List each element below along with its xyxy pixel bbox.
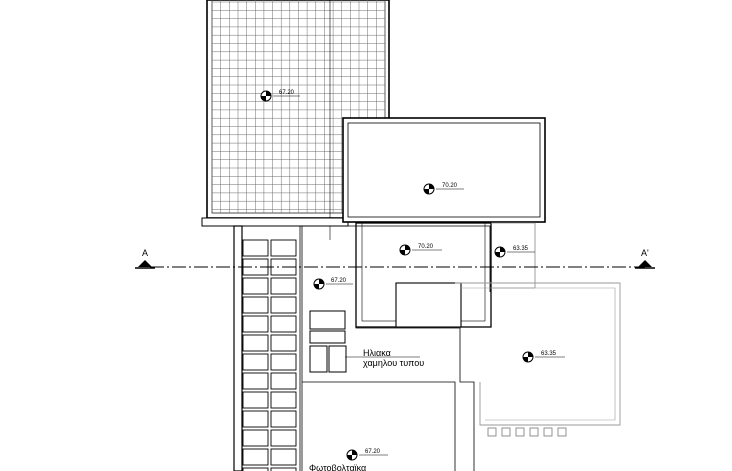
planter-box	[529, 427, 539, 437]
level-value: 67.20	[365, 449, 381, 455]
level-marker-upper-roof: 67.20	[260, 90, 300, 102]
solar-panel-cell	[242, 372, 269, 390]
solar-panel-cell	[242, 296, 269, 314]
solar-panel-cell	[242, 239, 269, 257]
level-value: 70.20	[442, 183, 458, 189]
solar-panel-cell	[242, 334, 269, 352]
level-value: 63.35	[541, 351, 557, 357]
planter-box	[487, 427, 497, 437]
parapet-strip	[201, 217, 349, 227]
planter-box	[557, 427, 567, 437]
planter-boxes	[487, 427, 567, 437]
skylight-box	[395, 282, 462, 328]
section-mark-right: A'	[641, 248, 649, 258]
solar-panel-cell	[242, 467, 269, 471]
solar-panel-cell	[270, 391, 297, 409]
planter-box	[515, 427, 525, 437]
solar-panel-cell	[270, 334, 297, 352]
section-arrow-left-icon	[138, 260, 152, 267]
solar-panel-cell	[270, 467, 297, 471]
solar-panel-cell	[270, 315, 297, 333]
solar-collector-units	[309, 310, 420, 373]
solar-panel-cell	[270, 448, 297, 466]
planter-box	[501, 427, 511, 437]
solar-panel-column	[233, 225, 301, 471]
level-marker-courtyard: 67.20	[313, 278, 353, 290]
solar-panel-cell	[270, 410, 297, 428]
solar-panel-cell	[270, 239, 297, 257]
level-value: 67.20	[279, 90, 295, 96]
level-value: 67.20	[331, 278, 347, 284]
level-value: 63.35	[513, 246, 529, 252]
lower-area-outline	[302, 381, 456, 471]
level-value: 70.20	[418, 244, 434, 250]
solar-panel-cell	[242, 429, 269, 447]
solar-panel-cell	[242, 410, 269, 428]
right-terrace	[455, 282, 621, 437]
level-marker-side-terrace: 63.35	[494, 246, 535, 258]
solar-panel-cell	[270, 277, 297, 295]
level-marker-upper-block: 70.20	[423, 183, 464, 195]
solar-panel-cell	[270, 353, 297, 371]
level-marker-right-terrace: 63.35	[522, 351, 565, 363]
solar-panel-cell	[270, 296, 297, 314]
planter-box	[543, 427, 553, 437]
solar-panel-cell	[242, 315, 269, 333]
solar-note-line1: Ηλιακα	[363, 348, 391, 358]
solar-panel-cell	[270, 429, 297, 447]
solar-panel-cell	[242, 277, 269, 295]
solar-panels	[242, 239, 297, 471]
courtyard-outline	[301, 225, 491, 471]
level-marker-lower-area: 67.20	[346, 449, 388, 461]
section-line	[135, 260, 655, 269]
level-marker-middle-block: 70.20	[399, 244, 442, 256]
solar-panel-cell	[270, 372, 297, 390]
solar-panel-cell	[242, 391, 269, 409]
section-mark-left: A	[142, 248, 148, 258]
section-arrow-right-icon	[638, 260, 652, 267]
solar-panel-cell	[242, 448, 269, 466]
photovoltaic-note: Φωτοβολταϊκα	[309, 463, 366, 471]
solar-panel-cell	[242, 353, 269, 371]
level-markers: 67.20 70.20 70.20 63.35 67.20	[260, 90, 565, 461]
upper-block	[342, 117, 546, 223]
solar-note-line2: χαμηλου τυπου	[363, 358, 424, 368]
